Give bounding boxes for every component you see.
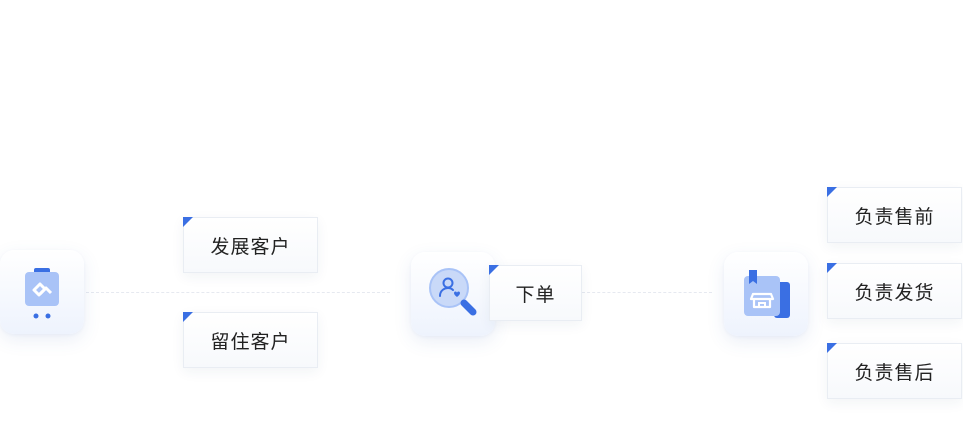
handshake-id-card-icon [25, 268, 59, 319]
stage2-icon-tile [411, 252, 495, 336]
label-text: 负责发货 [854, 281, 935, 304]
user-search-icon [429, 268, 477, 316]
label-text: 负责售后 [854, 361, 935, 384]
corner-accent [183, 312, 193, 322]
corner-accent [489, 265, 499, 275]
corner-accent [827, 263, 837, 273]
stage3-icon-tile [724, 252, 808, 336]
corner-accent [827, 343, 837, 353]
label-retain-customers: 留住客户 [183, 312, 318, 368]
connector-line-2 [582, 292, 712, 293]
label-develop-customers: 发展客户 [183, 217, 318, 273]
corner-accent [183, 217, 193, 227]
label-text: 负责售前 [854, 205, 935, 228]
stage1-icon-tile [0, 250, 84, 334]
label-text: 留住客户 [210, 330, 291, 353]
corner-accent [827, 187, 837, 197]
store-bookmark-icon [744, 270, 790, 318]
label-text: 下单 [515, 283, 556, 306]
label-shipping: 负责发货 [827, 263, 962, 319]
connector-line-1 [86, 292, 390, 293]
label-presales: 负责售前 [827, 187, 962, 243]
label-text: 发展客户 [210, 235, 291, 258]
label-aftersales: 负责售后 [827, 343, 962, 399]
label-place-order: 下单 [489, 265, 582, 321]
